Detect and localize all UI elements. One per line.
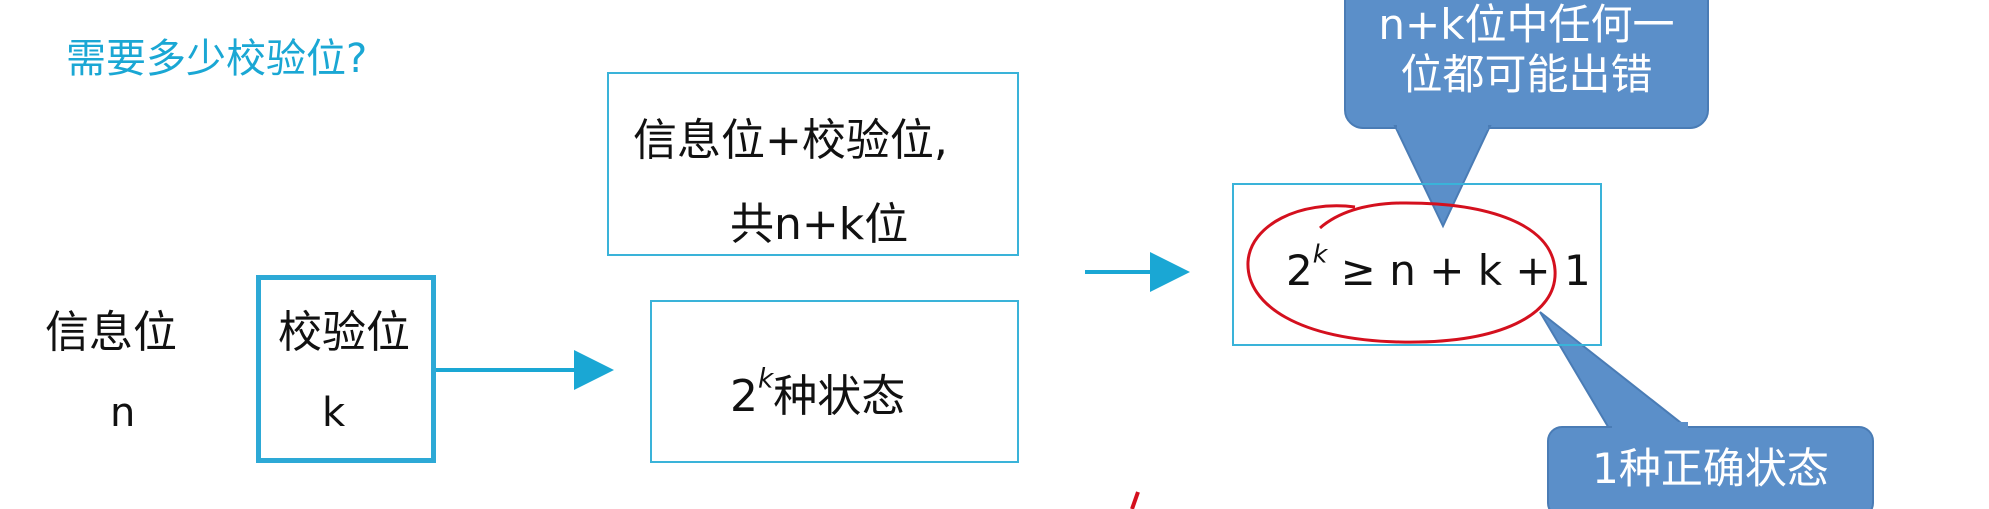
formula-box — [1232, 183, 1602, 346]
states-exponent: k — [758, 363, 774, 395]
callout-top-line1: n+k位中任何一 — [1378, 0, 1675, 49]
callout-top-line2: 位都可能出错 — [1400, 50, 1653, 100]
callout-bottom-shape — [1539, 311, 1874, 509]
info-bits-label: 信息位 — [45, 307, 177, 358]
callout-bottom-text: 1种正确状态 — [1592, 444, 1829, 493]
callout-top-text: n+k位中任何一 位都可能出错 — [1345, 0, 1708, 101]
callout-top-shape — [1344, 0, 1709, 229]
formula-exponent: k — [1312, 239, 1328, 269]
info-bits-var: n — [110, 390, 136, 436]
check-bits-label: 校验位 — [278, 307, 410, 358]
check-bits-var: k — [322, 390, 346, 436]
red-stroke-mark — [1130, 491, 1140, 509]
states-box — [650, 300, 1019, 463]
red-circle-annotation — [1246, 201, 1557, 344]
states-text: 2k种状态 — [730, 363, 906, 422]
combined-bits-line2: 共n+k位 — [730, 199, 909, 250]
combined-bits-box — [607, 72, 1019, 256]
combined-bits-line1: 信息位+校验位, — [633, 115, 948, 166]
check-bits-box — [256, 275, 436, 463]
formula-text: 2k ≥ n + k + 1 — [1286, 239, 1591, 295]
page-title: 需要多少校验位? — [66, 36, 368, 82]
